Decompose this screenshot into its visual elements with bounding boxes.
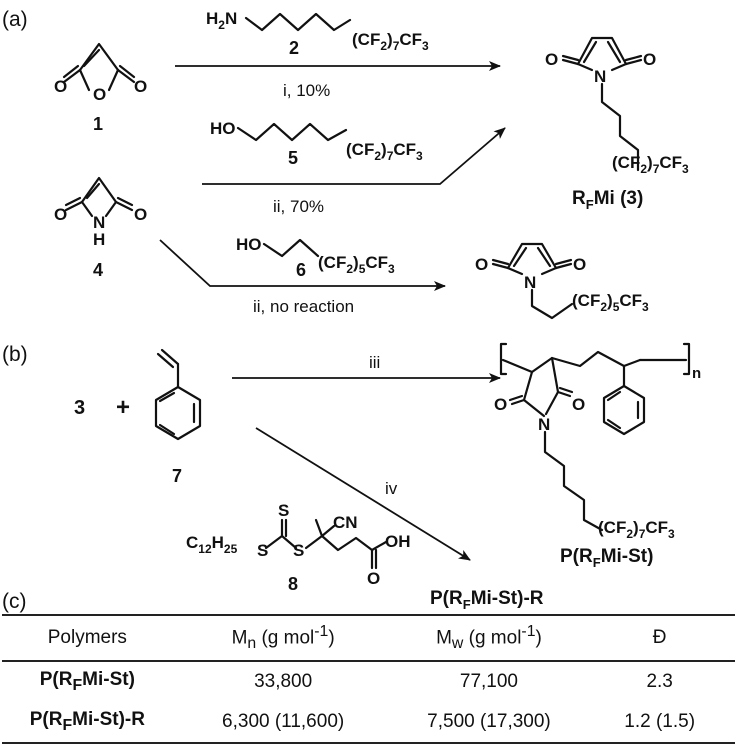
atom-o: O: [572, 395, 585, 414]
compound-label-2: 2: [289, 38, 299, 58]
panel-label-b: (b): [2, 343, 28, 366]
rfmi-label: RFMi (3): [572, 188, 643, 212]
polymer-r-label: P(RFMi-St)-R: [430, 588, 544, 612]
table-cell-mw: 77,100: [459, 671, 519, 692]
plus-sign: +: [116, 394, 130, 421]
reaction-arrow-ii-no-reaction: [159, 239, 446, 291]
compound-5-structure: HO (CF2)7CF3: [210, 119, 423, 163]
atom-o: O: [494, 395, 507, 414]
compound-1-structure: O O O: [54, 42, 147, 104]
compound-6-structure: HO (CF2)5CF3: [236, 235, 395, 276]
rf-chain-label: (CF2)7CF3: [612, 153, 689, 176]
polymer-label: P(RFMi-St): [560, 546, 653, 570]
rf-chain-label: (CF2)7CF3: [346, 140, 423, 163]
atom-n: N: [524, 273, 536, 292]
compound-ref-3: 3: [74, 397, 85, 419]
compound-label-8: 8: [288, 574, 298, 594]
panel-label-a: (a): [2, 8, 28, 31]
polymer-properties-table: Polymers Mn (g mol-1) Mw (g mol-1) Đ P(R…: [2, 614, 735, 744]
atom-o: O: [54, 77, 67, 96]
atom-o: O: [475, 255, 488, 274]
atom-s: S: [293, 541, 304, 560]
rfmi-structure: O O N (CF2)7CF3: [545, 36, 689, 176]
rf-chain-label: (CF2)7CF3: [598, 518, 675, 541]
atom-n: N: [538, 415, 550, 434]
table-cell-polymer-name: P(RFMi-St)-R: [2, 702, 173, 744]
rf-chain-label: (CF2)5CF3: [572, 291, 649, 314]
raft-agent-structure: C12H25 S S S CN O OH: [186, 501, 411, 588]
condition-ii: ii, 70%: [273, 197, 324, 216]
alkyl-chain-label: C12H25: [186, 533, 238, 556]
reaction-arrow-iv: [255, 427, 471, 561]
table-header-mw: Mw (g mol-1): [393, 614, 585, 662]
compound-label-7: 7: [172, 466, 182, 486]
table-header-mn: Mn (g mol-1): [172, 614, 394, 662]
table-cell-mn: 33,800: [254, 671, 313, 692]
table-cell-mw: 7,500 (17,300): [393, 702, 585, 744]
atom-o: O: [54, 205, 67, 224]
atom-o: O: [367, 569, 380, 588]
table-header-dispersity: Đ: [584, 614, 735, 662]
condition-i: i, 10%: [283, 81, 330, 100]
table-cell-polymer-name: P(RFMi-St): [39, 669, 135, 694]
atom-s: S: [257, 541, 268, 560]
table-cell-mn: 6,300 (11,600): [172, 702, 394, 744]
condition-ii-no-reaction: ii, no reaction: [253, 297, 354, 316]
atom-ho: HO: [210, 119, 236, 138]
reaction-arrow-ii: [202, 127, 506, 185]
polymer-structure: O O N (CF2)7CF3 n: [494, 342, 701, 541]
atom-o: O: [545, 50, 558, 69]
atom-o: O: [134, 77, 147, 96]
atom-n: N: [93, 213, 105, 232]
compound-label-1: 1: [93, 114, 103, 134]
compound-2-structure: H2N (CF2)7CF3: [206, 9, 429, 53]
compound-label-4: 4: [93, 260, 103, 280]
atom-oh: OH: [385, 532, 411, 551]
atom-s: S: [278, 501, 289, 520]
compound-label-6: 6: [296, 260, 306, 280]
atom-o: O: [134, 205, 147, 224]
rf-chain-label: (CF2)7CF3: [352, 30, 429, 53]
table-row: P(RFMi-St) 33,800 77,100 2.3: [2, 661, 735, 702]
atom-h: H: [93, 230, 105, 249]
reaction-scheme: (a) (b) (c) O O O 1 H2N (CF2)7CF3 2 i, 1…: [2, 8, 701, 613]
atom-h2n: H2N: [206, 9, 237, 32]
table-header-polymers: Polymers: [2, 614, 173, 662]
atom-ho: HO: [236, 235, 262, 254]
atom-cn: CN: [333, 513, 358, 532]
rf-chain-label: (CF2)5CF3: [318, 253, 395, 276]
compound-label-5: 5: [288, 148, 298, 168]
atom-o: O: [573, 255, 586, 274]
table-row: P(RFMi-St)-R 6,300 (11,600) 7,500 (17,30…: [2, 702, 735, 744]
atom-n: N: [594, 67, 606, 86]
repeat-index-n: n: [692, 365, 701, 382]
table-cell-dispersity: 1.2 (1.5): [584, 702, 735, 744]
atom-o: O: [643, 50, 656, 69]
short-rfmi-structure: O O N (CF2)5CF3: [475, 242, 649, 320]
condition-iv: iv: [385, 479, 398, 498]
compound-4-structure: O O N H: [54, 176, 147, 249]
table-header-row: Polymers Mn (g mol-1) Mw (g mol-1) Đ: [2, 614, 735, 662]
panel-label-c: (c): [2, 590, 27, 613]
table-cell-dispersity: 2.3: [646, 671, 673, 692]
styrene-structure: [154, 348, 202, 441]
condition-iii: iii: [369, 353, 380, 372]
atom-o: O: [93, 85, 106, 104]
